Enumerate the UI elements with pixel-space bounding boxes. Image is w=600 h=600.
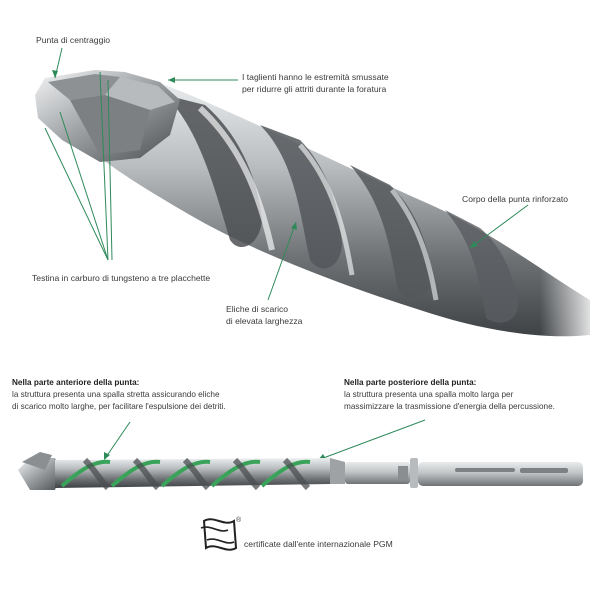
label-centering-tip: Punta di centraggio — [36, 35, 111, 45]
label-reinforced-body: Corpo della punta rinforzato — [462, 194, 569, 204]
label-flutes-2: di elevata larghezza — [226, 316, 303, 326]
rear-section-line1: la struttura presenta una spalla molto l… — [344, 390, 514, 399]
front-section-line2: di scarico molto larghe, per facilitare … — [12, 402, 226, 411]
label-cutting-edges-2: per ridurre gli attriti durante la forat… — [242, 84, 387, 94]
large-drill-closeup — [35, 70, 600, 350]
certification-text: certificate dall'ente internazionale PGM — [244, 539, 393, 549]
label-cutting-edges-1: I taglienti hanno le estremità smussate — [242, 72, 389, 82]
full-drill — [18, 452, 583, 491]
leader-lines — [44, 47, 529, 461]
front-section-line1: la struttura presenta una spalla stretta… — [12, 390, 220, 399]
pgm-logo-icon — [200, 518, 238, 551]
front-section-heading: Nella parte anteriore della punta: — [12, 378, 140, 387]
rear-section-line2: massimizzare la trasmissione d'energia d… — [344, 402, 555, 411]
label-carbide-head: Testina in carburo di tungsteno a tre pl… — [32, 273, 211, 283]
rear-section-heading: Nella parte posteriore della punta: — [344, 378, 477, 387]
front-section: Nella parte anteriore della punta: la st… — [12, 377, 226, 413]
rear-section: Nella parte posteriore della punta: la s… — [344, 377, 555, 413]
registered-mark: ® — [236, 517, 242, 524]
label-flutes-1: Eliche di scarico — [226, 304, 289, 314]
